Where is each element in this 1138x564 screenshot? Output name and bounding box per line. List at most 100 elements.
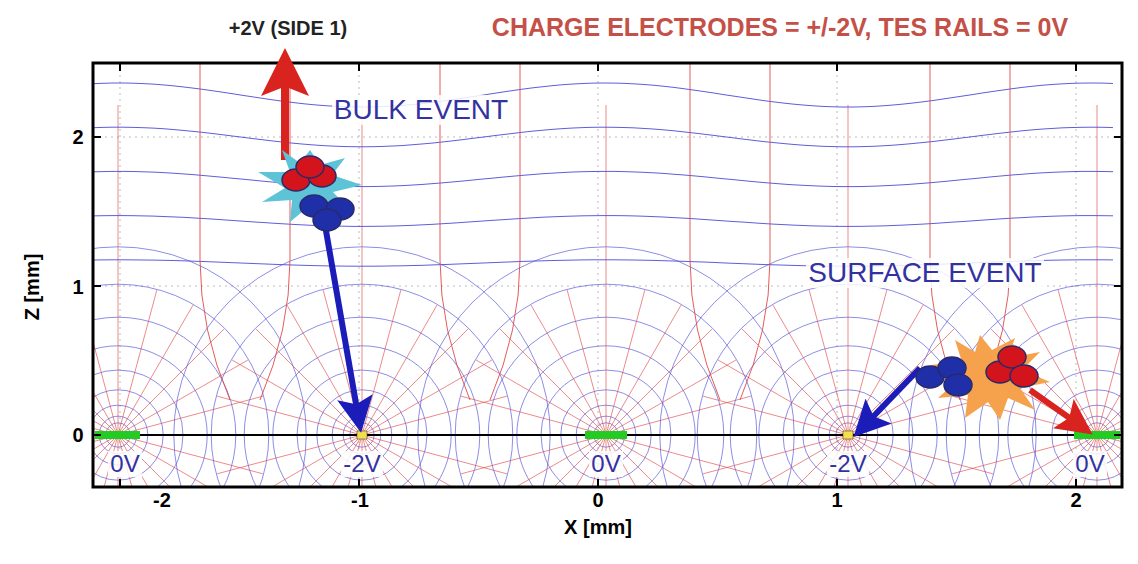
equipotential [1008, 346, 1122, 487]
tes-rail [585, 431, 627, 439]
field-line [567, 290, 606, 435]
field-line [848, 435, 993, 474]
side-label: +2V (SIDE 1) [229, 17, 347, 39]
tick-label: 0 [592, 489, 603, 511]
field-line [476, 360, 606, 435]
field-line [93, 396, 118, 435]
field-line [606, 329, 712, 435]
field-line [930, 63, 960, 400]
plot-area [93, 63, 1122, 487]
field-line [606, 290, 645, 435]
electron-arrow [325, 225, 358, 415]
field-line [703, 435, 848, 474]
axis-title: Z [mm] [21, 254, 43, 321]
field-line [809, 290, 848, 435]
field-line [606, 396, 751, 435]
tick [358, 63, 360, 71]
field-line [217, 435, 362, 474]
surface-event [916, 335, 1050, 420]
field-line [1097, 290, 1122, 435]
field-line [848, 290, 887, 435]
tes-rail [95, 431, 140, 439]
field-line [362, 105, 363, 435]
plot-title: CHARGE ELECTRODES = +/-2V, TES RAILS = 0… [492, 14, 1068, 42]
tick [93, 136, 101, 138]
bulk-event [258, 150, 362, 231]
tick-label: 1 [72, 276, 83, 298]
field-line [362, 360, 492, 435]
field-line [260, 63, 290, 400]
tick [1114, 434, 1122, 436]
field-line [718, 360, 848, 435]
tick [93, 285, 101, 287]
field-line [773, 305, 848, 435]
equipotential [93, 171, 1113, 186]
field-line [476, 435, 606, 487]
grid [93, 63, 1122, 487]
field-line [362, 290, 401, 435]
grid-line [598, 63, 599, 487]
field-line [461, 396, 606, 435]
electrode-label: 0V [1073, 451, 1106, 477]
plot-frame [93, 63, 1122, 487]
field-line [461, 435, 606, 474]
field-line [362, 329, 468, 435]
electrodes [95, 431, 1120, 439]
tick [358, 479, 360, 487]
equipotential [93, 284, 269, 487]
field-line [362, 435, 507, 474]
field-line [362, 305, 437, 435]
tick-label: -1 [351, 489, 369, 511]
field-line [118, 105, 119, 435]
charge-electrode [357, 431, 367, 439]
tick [1114, 285, 1122, 287]
electrode-label: 0V [108, 451, 141, 477]
field-line [118, 396, 263, 435]
field-line [606, 435, 751, 474]
electrode-label: -2V [827, 451, 868, 477]
field-line [362, 396, 507, 435]
tick [119, 63, 121, 71]
field-line [531, 305, 606, 435]
event-label: BULK EVENT [332, 95, 510, 126]
field-line [848, 305, 923, 435]
field-line [1097, 329, 1122, 435]
field-line [118, 329, 224, 435]
ticks [93, 63, 1122, 487]
event-label: SURFACE EVENT [806, 258, 1043, 289]
field-line [606, 305, 681, 435]
tick [119, 479, 121, 487]
field-line [217, 396, 362, 435]
field-line [232, 360, 362, 435]
electron-arrow [866, 368, 920, 424]
equipotential [93, 127, 1113, 147]
field-line [118, 305, 193, 435]
field-line [500, 329, 606, 435]
tick [597, 479, 599, 487]
field-line [1097, 305, 1122, 435]
tick [597, 63, 599, 71]
hole-arrow [1030, 390, 1078, 424]
electrode-label: -2V [341, 451, 382, 477]
electrode-label: 0V [589, 451, 622, 477]
field-line [200, 63, 230, 400]
tick [836, 63, 838, 71]
field-line [1097, 105, 1098, 435]
field-line [742, 329, 848, 435]
field-line [848, 329, 954, 435]
field-line [93, 329, 118, 435]
tes-rail [1074, 431, 1120, 439]
field-line [93, 305, 118, 435]
equipotential [93, 83, 1113, 107]
field-line [118, 290, 157, 435]
charge-electrode [843, 431, 853, 439]
field-line [606, 105, 607, 435]
field-line [606, 435, 736, 487]
tick [1075, 479, 1077, 487]
tick [93, 434, 101, 436]
field-line [93, 360, 118, 435]
tick-label: 0 [72, 424, 83, 446]
hole-arrow [281, 72, 289, 160]
tick-label: 1 [831, 489, 842, 511]
field-lines [93, 63, 1122, 487]
